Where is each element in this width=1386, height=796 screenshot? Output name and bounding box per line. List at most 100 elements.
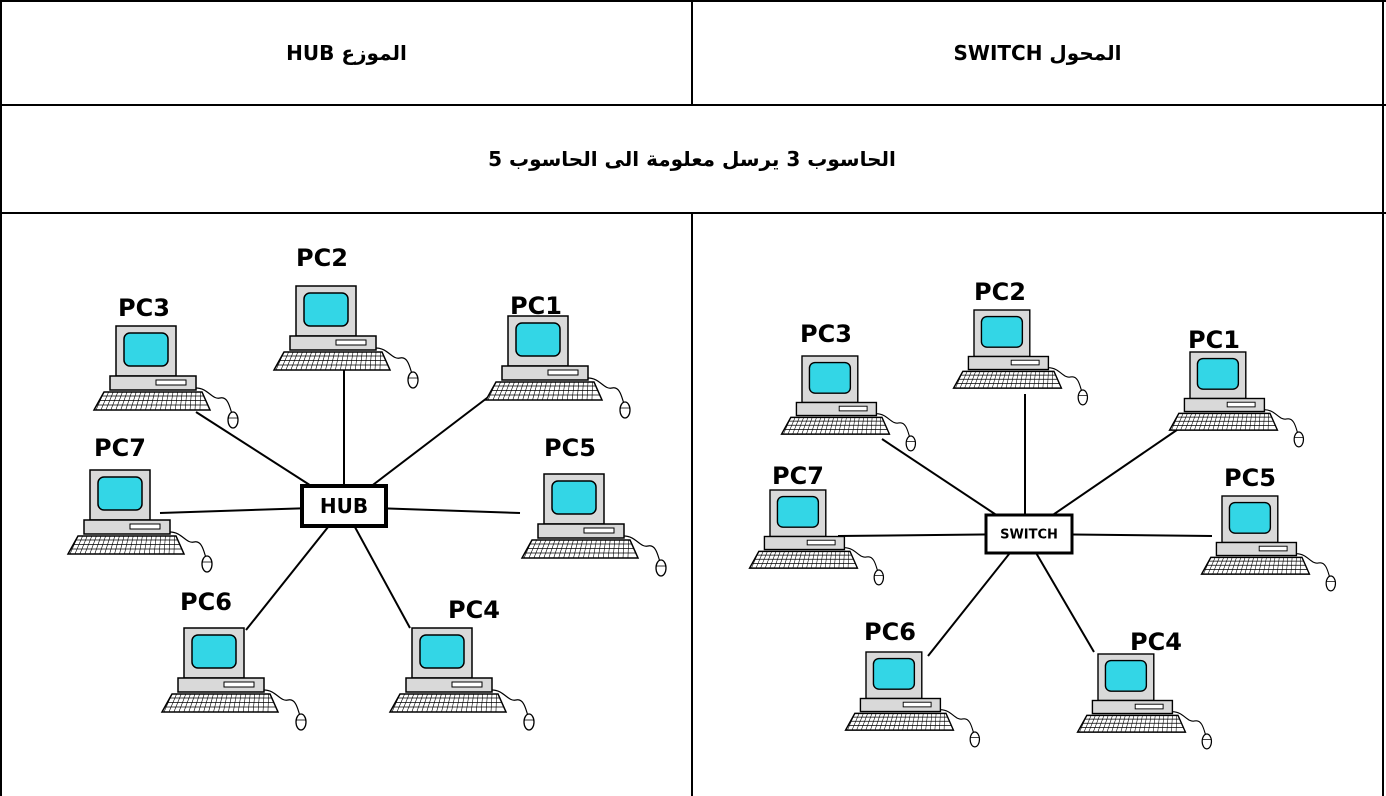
mouse-icon bbox=[407, 371, 419, 389]
screen bbox=[97, 476, 143, 511]
mouse-icon bbox=[969, 731, 981, 748]
switch_panel-center-box bbox=[984, 513, 1074, 555]
desktop-computer-icon bbox=[1200, 495, 1337, 592]
mouse-icon bbox=[905, 435, 917, 452]
pc-label-pc3: PC3 bbox=[800, 320, 852, 348]
mouse-cable bbox=[587, 377, 625, 405]
switch_panel-center-label: SWITCH bbox=[1000, 528, 1058, 543]
mouse-icon bbox=[1325, 575, 1337, 592]
desktop-computer-icon bbox=[748, 489, 885, 586]
keyboard-icon bbox=[484, 381, 604, 401]
mouse-cable bbox=[169, 531, 207, 559]
screen bbox=[123, 332, 169, 367]
keyboard-icon bbox=[66, 535, 186, 555]
mouse-cable bbox=[876, 413, 911, 439]
scenario-subtitle: الحاسوب 3 يرسل معلومة الى الحاسوب 5 bbox=[488, 147, 896, 171]
mouse-cable bbox=[1048, 367, 1083, 393]
screen bbox=[419, 634, 465, 669]
keyboard-icon bbox=[1168, 412, 1279, 431]
pc-label-pc2: PC2 bbox=[974, 278, 1026, 306]
mouse-icon bbox=[873, 569, 885, 586]
desktop-computer-icon bbox=[520, 473, 667, 577]
table-border-left bbox=[0, 0, 2, 796]
screen bbox=[551, 480, 597, 515]
screen bbox=[1228, 501, 1272, 534]
screen bbox=[1196, 357, 1240, 390]
pc-label-pc1: PC1 bbox=[510, 292, 562, 320]
keyboard-icon bbox=[844, 712, 955, 731]
table-border-top bbox=[0, 0, 1386, 2]
switch-header: المحول SWITCH bbox=[953, 41, 1122, 65]
pc-label-pc3: PC3 bbox=[118, 294, 170, 322]
pc-label-pc7: PC7 bbox=[94, 434, 146, 462]
hub_panel-center-label: HUB bbox=[320, 494, 368, 518]
screen bbox=[808, 361, 852, 394]
pc-label-pc4: PC4 bbox=[1130, 628, 1182, 656]
screen bbox=[303, 292, 349, 327]
keyboard-icon bbox=[952, 370, 1063, 389]
desktop-computer-icon bbox=[952, 309, 1089, 406]
pc-label-pc5: PC5 bbox=[544, 434, 596, 462]
mouse-cable bbox=[940, 709, 975, 735]
mouse-cable bbox=[195, 387, 233, 415]
screen bbox=[872, 657, 916, 690]
mouse-icon bbox=[619, 401, 631, 419]
mouse-cable bbox=[1264, 409, 1299, 435]
screen bbox=[191, 634, 237, 669]
mouse-cable bbox=[623, 535, 661, 563]
keyboard-icon bbox=[160, 693, 280, 713]
mouse-icon bbox=[655, 559, 667, 577]
desktop-computer-icon bbox=[780, 355, 917, 452]
desktop-computer-icon bbox=[388, 627, 535, 731]
pc-label-pc6: PC6 bbox=[180, 588, 232, 616]
mouse-cable bbox=[491, 689, 529, 717]
mouse-icon bbox=[1293, 431, 1305, 448]
screen bbox=[515, 322, 561, 357]
pc-label-pc5: PC5 bbox=[1224, 464, 1276, 492]
screen bbox=[776, 495, 820, 528]
pc-label-pc7: PC7 bbox=[772, 462, 824, 490]
screen bbox=[1104, 659, 1148, 692]
mouse-cable bbox=[263, 689, 301, 717]
hub-header: الموزع HUB bbox=[286, 41, 407, 65]
keyboard-icon bbox=[272, 351, 392, 371]
mouse-cable bbox=[375, 347, 413, 375]
row-divider-2 bbox=[0, 212, 1386, 214]
mouse-cable bbox=[1172, 711, 1207, 737]
column-divider-bottom bbox=[691, 212, 693, 796]
desktop-computer-icon bbox=[272, 285, 419, 389]
desktop-computer-icon bbox=[1168, 351, 1305, 448]
desktop-computer-icon bbox=[844, 651, 981, 748]
mouse-icon bbox=[227, 411, 239, 429]
keyboard-icon bbox=[780, 416, 891, 435]
mouse-icon bbox=[523, 713, 535, 731]
keyboard-icon bbox=[388, 693, 508, 713]
desktop-computer-icon bbox=[1076, 653, 1213, 750]
mouse-icon bbox=[1077, 389, 1089, 406]
mouse-icon bbox=[201, 555, 213, 573]
keyboard-icon bbox=[520, 539, 640, 559]
mouse-cable bbox=[1296, 553, 1331, 579]
pc-label-pc1: PC1 bbox=[1188, 326, 1240, 354]
mouse-icon bbox=[295, 713, 307, 731]
desktop-computer-icon bbox=[484, 315, 631, 419]
pc-label-pc2: PC2 bbox=[296, 244, 348, 272]
column-divider-top bbox=[691, 0, 693, 106]
keyboard-icon bbox=[748, 550, 859, 569]
keyboard-icon bbox=[1200, 556, 1311, 575]
hub_panel-center-box bbox=[300, 484, 388, 528]
keyboard-icon bbox=[1076, 714, 1187, 733]
desktop-computer-icon bbox=[92, 325, 239, 429]
row-divider-1 bbox=[0, 104, 1386, 106]
desktop-computer-icon bbox=[66, 469, 213, 573]
pc-label-pc6: PC6 bbox=[864, 618, 916, 646]
screen bbox=[980, 315, 1024, 348]
mouse-cable bbox=[844, 547, 879, 573]
keyboard-icon bbox=[92, 391, 212, 411]
pc-label-pc4: PC4 bbox=[448, 596, 500, 624]
table-border-right bbox=[1382, 0, 1384, 796]
desktop-computer-icon bbox=[160, 627, 307, 731]
